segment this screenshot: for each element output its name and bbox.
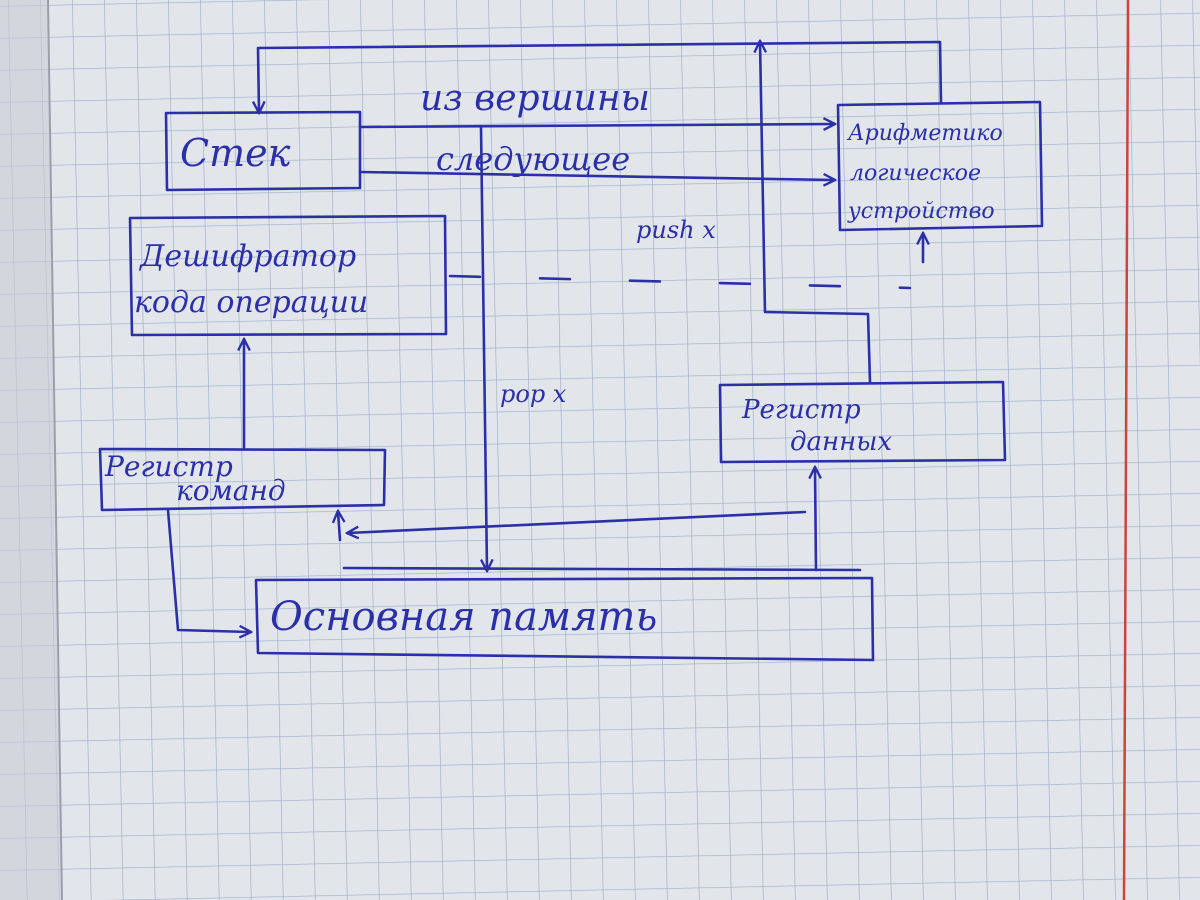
stack-box xyxy=(164,110,362,192)
memory-to-data-reg-arrow xyxy=(815,468,816,572)
next-label: следующее xyxy=(436,140,630,178)
stack-top-to-alu-arrow xyxy=(358,124,834,127)
pop-label: pop x xyxy=(500,380,567,408)
decoder-label-line2: кода операции xyxy=(134,285,368,320)
page-left-edge xyxy=(0,0,62,900)
stack-label: Стек xyxy=(180,131,291,175)
stack-next-to-alu-arrow xyxy=(358,170,834,180)
alu-label-line2: логическое xyxy=(850,161,981,186)
cmd-reg-to-memory-arrow xyxy=(166,508,250,632)
from-top-label: из вершины xyxy=(420,78,650,119)
pop-arrow xyxy=(479,125,487,570)
data-reg-to-cmd-reg-arrow xyxy=(348,510,807,533)
command-register-box xyxy=(98,447,387,512)
memory-bus-line xyxy=(342,566,862,572)
alu-label-line1: Арифметико xyxy=(846,121,1003,146)
alu-box xyxy=(836,100,1044,232)
push-label: push x xyxy=(636,216,716,244)
alu-label-line3: устройство xyxy=(847,199,995,224)
main-memory-label: Основная память xyxy=(270,594,657,640)
cmd-reg-label-line2: команд xyxy=(176,474,286,507)
cmd-reg-input-arrow xyxy=(338,512,340,542)
push-arrow xyxy=(760,42,872,384)
data-register-box xyxy=(718,380,1007,464)
paper-margin-line xyxy=(1122,0,1130,900)
data-reg-label-line2: данных xyxy=(790,427,892,457)
page-fold-line xyxy=(47,0,63,900)
alu-to-stack-arrow xyxy=(258,40,943,112)
main-memory-box xyxy=(254,576,875,662)
decoder-label-line1: Дешифратор xyxy=(138,239,356,274)
control-dashed-line xyxy=(448,274,912,290)
data-reg-label-line1: Регистр xyxy=(741,395,861,425)
cmd-reg-label-line1: Регистр xyxy=(104,450,233,483)
decoder-box xyxy=(128,214,448,337)
